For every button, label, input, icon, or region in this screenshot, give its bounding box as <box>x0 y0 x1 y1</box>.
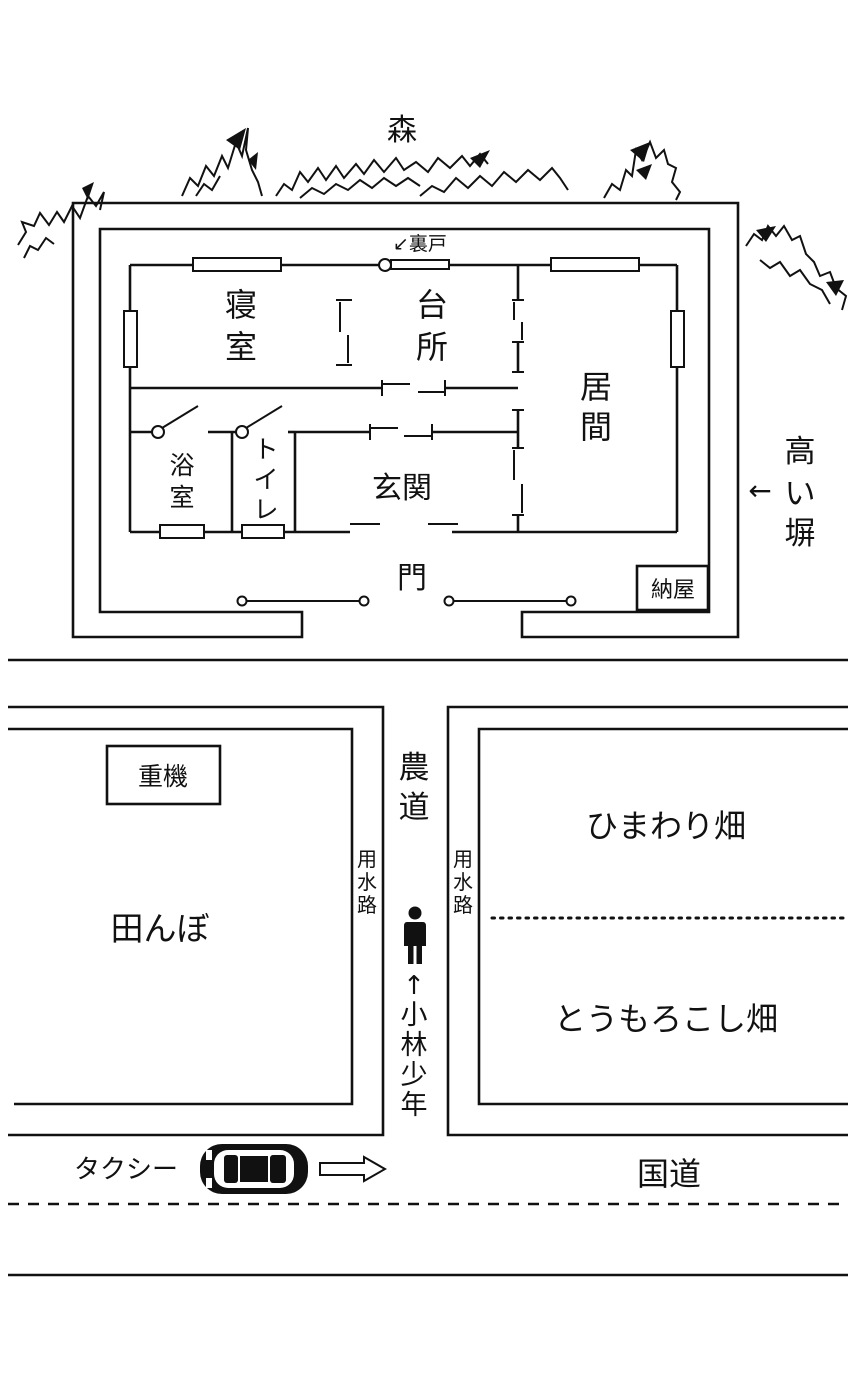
boy-arrow: ↑ <box>403 971 425 1001</box>
heavy-machine-box <box>105 744 222 806</box>
back-door <box>378 258 392 272</box>
forest-label: 森 <box>387 113 417 148</box>
boy-label-2: 林 <box>401 1030 428 1061</box>
back-door-label: ↙裏戸 <box>393 233 447 255</box>
kitchen-label-2: 所 <box>416 328 448 366</box>
wall-label-1: 高 <box>785 434 816 470</box>
sunflower-field-label: ひまわり畑 <box>586 807 746 845</box>
gate <box>236 595 577 607</box>
shed-label: 納屋 <box>651 578 695 603</box>
boy-label-1: 小 <box>401 1000 428 1031</box>
roads <box>8 658 848 1277</box>
wall-arrow: ← <box>748 474 771 507</box>
bath-label-2: 室 <box>169 483 194 512</box>
farm-road-label-2: 道 <box>399 790 430 826</box>
forest-bushes <box>17 127 848 311</box>
farm-road-label-1: 農 <box>399 750 430 786</box>
forest-leaf-clusters <box>82 128 844 296</box>
canal-left-label-3: 路 <box>357 893 377 917</box>
boy-label-3: 少 <box>401 1060 428 1091</box>
bedroom-label-1: 寝 <box>225 286 257 324</box>
outer-wall <box>71 201 740 639</box>
person-icon <box>404 906 426 964</box>
toilet-label-2: イ <box>253 465 278 494</box>
rice-field-label: 田んぼ <box>111 909 210 948</box>
living-label-1: 居 <box>580 368 612 406</box>
wall-label-2: い <box>785 476 816 512</box>
canal-right-label-2: 水 <box>453 870 473 894</box>
rice-field-border <box>8 727 354 1106</box>
canal-right-label-1: 用 <box>453 847 473 871</box>
kitchen-label-1: 台 <box>416 286 448 324</box>
canal-right-label-3: 路 <box>453 893 473 917</box>
entrance-label: 玄関 <box>372 471 432 506</box>
taxi-label: タクシー <box>74 1155 178 1185</box>
heavy-machine-label: 重機 <box>138 762 188 791</box>
canal-left-label-1: 用 <box>357 847 377 871</box>
taxi-direction-arrow <box>319 1155 388 1183</box>
toilet-label-1: ト <box>253 435 278 464</box>
boy-label-4: 年 <box>401 1090 428 1121</box>
living-label-2: 間 <box>580 408 612 446</box>
taxi-car-icon <box>200 1144 308 1194</box>
gate-label: 門 <box>397 561 427 596</box>
shed-box <box>635 564 710 612</box>
bath-label-1: 浴 <box>169 451 194 480</box>
wall-label-3: 塀 <box>785 516 816 552</box>
national-road-label: 国道 <box>637 1155 701 1193</box>
windows <box>123 257 685 539</box>
corn-field-label: とうもろこし畑 <box>554 1000 778 1038</box>
right-field-border <box>477 727 848 1106</box>
toilet-label-3: レ <box>253 495 278 524</box>
bedroom-label-2: 室 <box>225 328 257 366</box>
canal-left-label-2: 水 <box>357 870 377 894</box>
